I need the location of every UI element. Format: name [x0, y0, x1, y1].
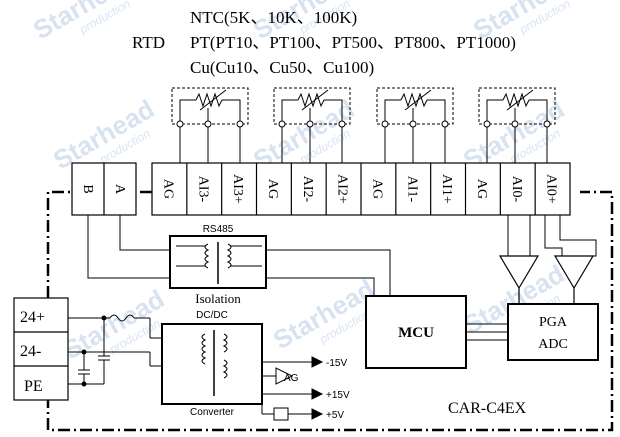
converter-label: Converter: [190, 407, 235, 418]
amplifier-group: [498, 255, 595, 304]
terminal-label: AI1+: [439, 174, 454, 204]
rtd-ntc-text: NTC(5K、10K、100K): [190, 8, 357, 27]
output-minus15v: -15V: [326, 358, 347, 369]
terminal-label: AI3-: [195, 176, 210, 203]
adc-label: ADC: [538, 337, 568, 352]
model-label: CAR-C4EX: [448, 400, 527, 417]
rtd-cu-text: Cu(Cu10、Cu50、Cu100): [190, 58, 374, 77]
output-plus15v: +15V: [326, 390, 350, 401]
dcdc-label: DC/DC: [196, 310, 228, 321]
terminal-label: AG: [369, 179, 384, 199]
terminal-block-analog: AG AI3- AI3+ AG AI2- AI2+ AG AI1- AI1+ AG AI0- AI0+: [151, 162, 571, 216]
terminal-b: B: [80, 184, 95, 193]
module-boundary: [46, 190, 614, 432]
power-terminal-24minus: 24-: [20, 343, 41, 360]
rs485-label: RS485: [203, 224, 234, 235]
power-terminal-pe: PE: [24, 378, 43, 395]
rtd-pt-text: PT(PT10、PT100、PT500、PT800、PT1000): [190, 33, 516, 52]
terminal-label: AG: [474, 179, 489, 199]
output-rails: [261, 356, 324, 421]
pga-adc-block: PGA ADC: [507, 303, 599, 361]
pga-label: PGA: [539, 315, 568, 330]
terminal-block-comm: B A: [71, 162, 137, 216]
isolation-label: Isolation: [195, 291, 241, 306]
mcu-label: MCU: [398, 325, 434, 341]
power-input-wiring: [68, 314, 162, 387]
rtd-sensor-group: [171, 87, 556, 164]
power-terminal-24plus: 24+: [20, 309, 45, 326]
terminal-label: AI0-: [509, 176, 524, 203]
terminal-label: AI2-: [300, 176, 315, 203]
dcdc-converter: DC/DC Converter: [161, 310, 263, 418]
ag-output-label: AG: [284, 373, 299, 384]
terminal-label: AG: [160, 179, 175, 199]
terminal-a: A: [112, 184, 127, 195]
terminal-label: AG: [265, 179, 280, 199]
mcu-block: MCU: [365, 295, 467, 369]
terminal-label: AI3+: [230, 174, 245, 204]
terminal-label: AI1-: [404, 176, 419, 203]
rs485-block: RS485 Isolation: [169, 224, 267, 306]
terminal-label: AI0+: [544, 174, 559, 204]
rtd-label: RTD: [132, 33, 165, 52]
signal-wiring: [87, 215, 597, 341]
power-terminal-block: 24+ 24- PE: [13, 297, 69, 401]
terminal-label: AI2+: [335, 174, 350, 204]
output-plus5v: +5V: [326, 410, 344, 421]
